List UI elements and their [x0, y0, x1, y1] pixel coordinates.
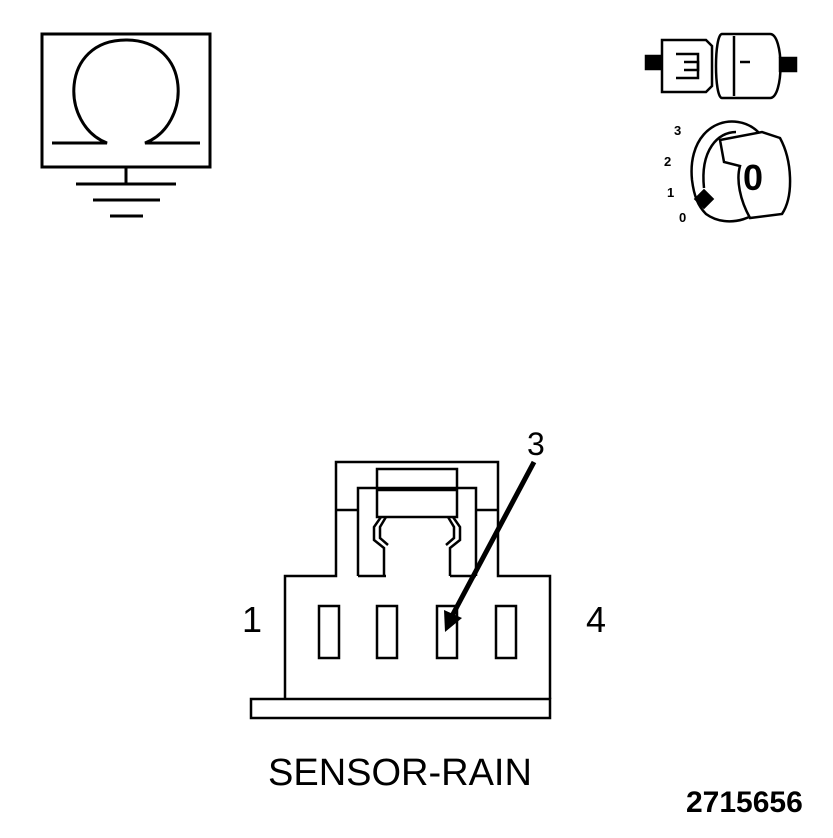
plug-female-body	[714, 32, 782, 100]
ignition-key-icon	[690, 120, 792, 223]
latch-arm-right-inner	[445, 516, 456, 546]
ignition-position-1: 1	[667, 185, 675, 200]
connector-latch	[372, 467, 462, 576]
connector-housing	[283, 460, 552, 699]
callout-arrowhead	[444, 610, 462, 632]
pin-cavity-3	[435, 604, 459, 660]
plug-male-body	[660, 38, 714, 94]
connector-inner-wall	[356, 486, 478, 576]
callout-line	[449, 460, 537, 618]
ignition-pointer	[693, 188, 715, 210]
ignition-position-0: 0	[679, 210, 687, 225]
latch-arm-left-outer	[372, 516, 386, 576]
ignition-key-label: 0	[743, 157, 764, 198]
connector-face	[249, 460, 552, 720]
ohmmeter-frame	[40, 32, 212, 169]
ignition-position-2: 2	[664, 154, 672, 169]
connector-name: SENSOR-RAIN	[268, 752, 532, 794]
plug-wire-right	[778, 56, 798, 73]
plug-wire-left	[644, 54, 664, 71]
pin-cavity-4	[494, 604, 518, 660]
plug-male-tab	[684, 60, 700, 72]
latch-arm-right-outer	[448, 516, 462, 576]
pin-label-left: 1	[242, 599, 263, 640]
document-number: 2715656	[686, 786, 803, 819]
pin-label-right: 4	[586, 599, 607, 640]
ignition-position-3: 3	[674, 123, 682, 138]
ignition-key-head	[718, 130, 792, 220]
latch-arm-left-inner	[378, 516, 389, 546]
ignition-arc	[702, 130, 737, 189]
ohmmeter-ground-icon	[40, 32, 212, 218]
omega-symbol	[52, 38, 200, 145]
latch-block	[375, 467, 459, 519]
pin-label-callout: 3	[527, 426, 545, 462]
connector-plug-icon	[644, 32, 798, 100]
pin-3-callout-arrow	[444, 460, 537, 632]
pin-cavity-2	[375, 604, 399, 660]
pin-cavity-1	[317, 604, 341, 660]
connector-base-plate	[249, 697, 552, 720]
